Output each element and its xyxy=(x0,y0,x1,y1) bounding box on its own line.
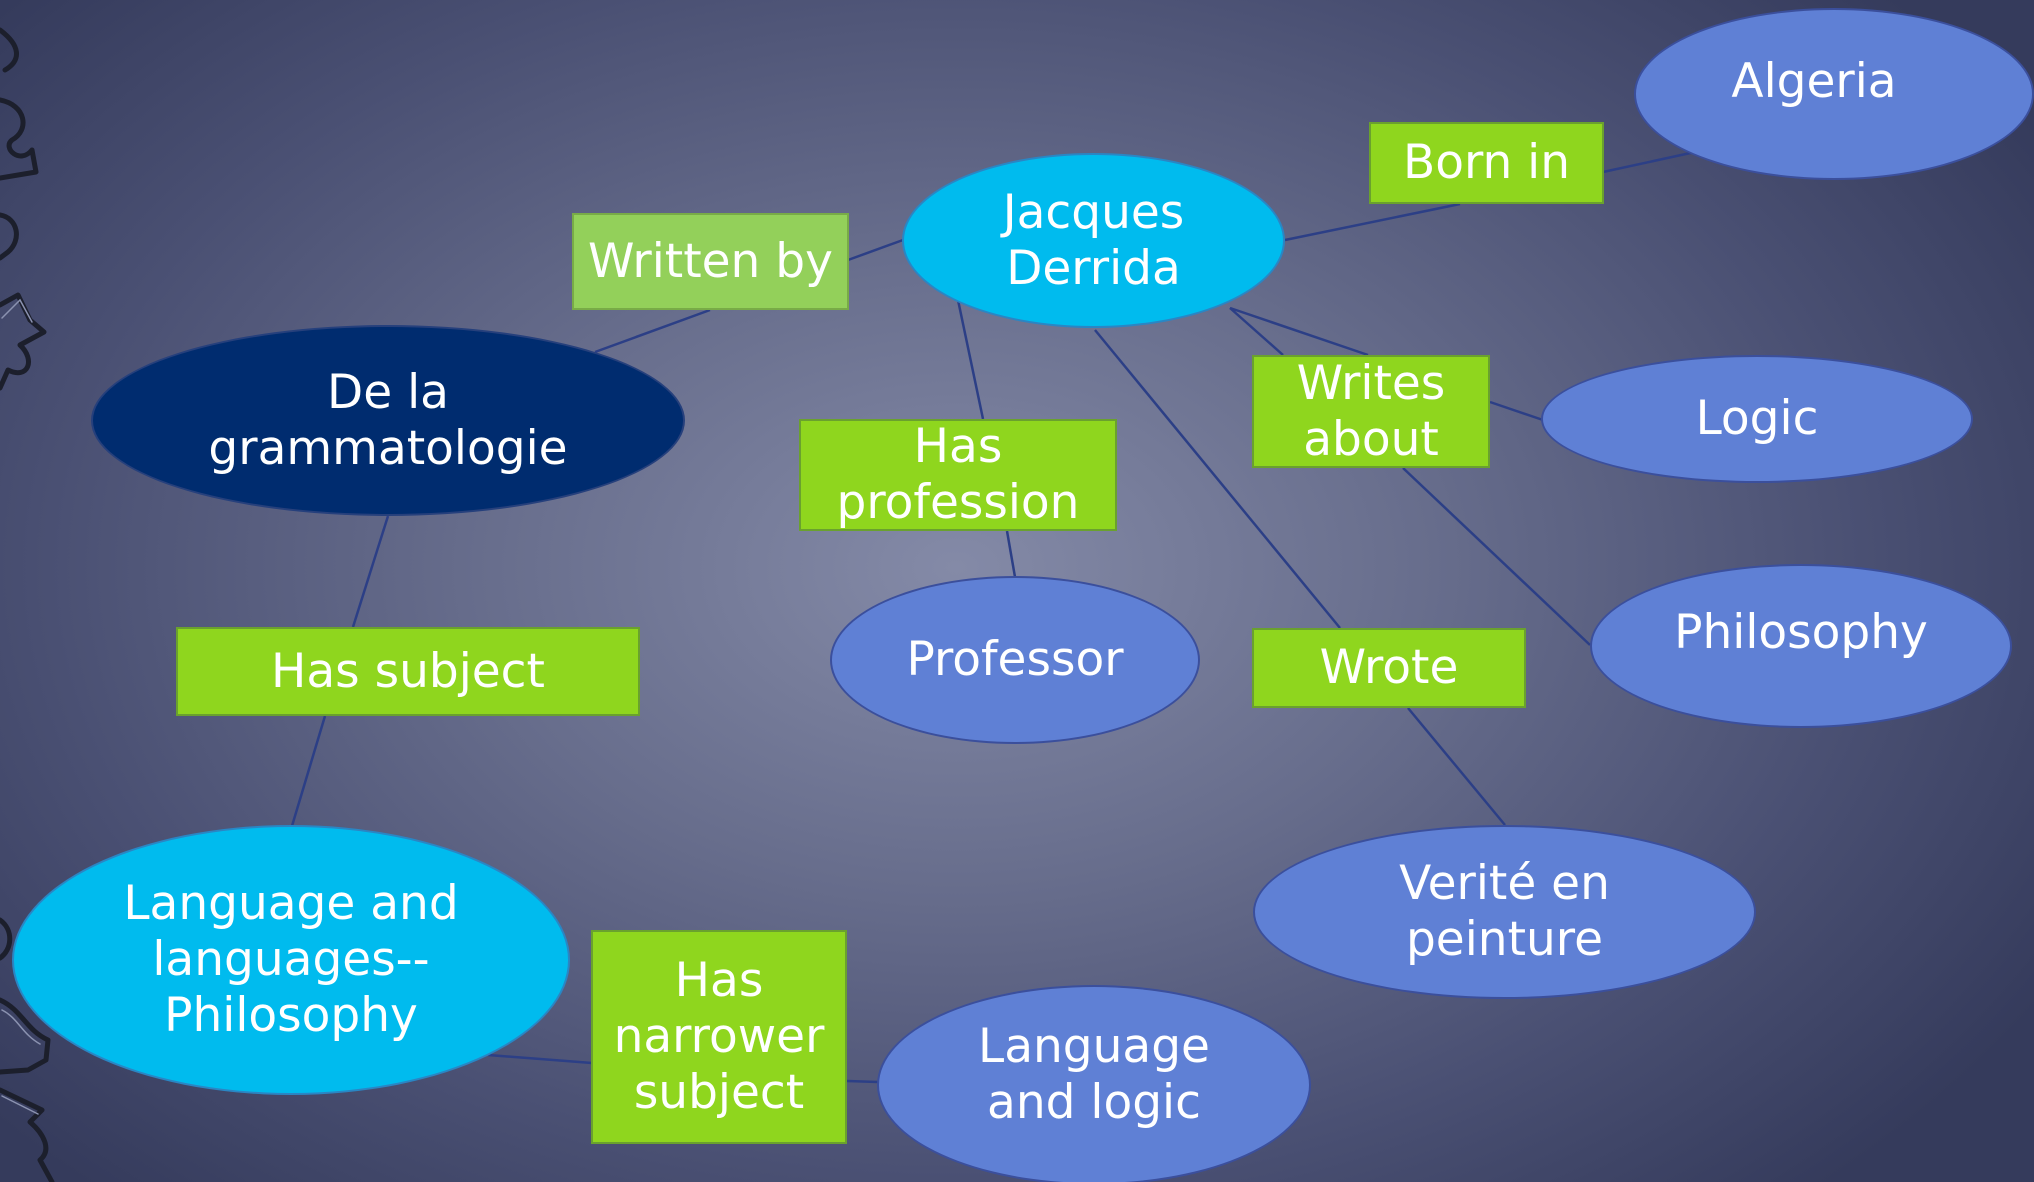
node-de-la-grammatologie[interactable]: De la grammatologie xyxy=(91,325,685,516)
relation-label: Written by xyxy=(588,233,833,289)
node-label: Algeria xyxy=(1731,53,1897,109)
connector-language-narrower xyxy=(487,1053,593,1065)
node-philosophy[interactable]: Philosophy xyxy=(1590,564,2012,728)
node-language-and-logic[interactable]: Language and logic xyxy=(877,985,1311,1182)
relation-has-narrower-subject[interactable]: Has narrower subject xyxy=(591,930,847,1144)
puzzle-piece-2 xyxy=(0,97,39,181)
node-label: Philosophy xyxy=(1674,605,1928,660)
connector-derrida-born-in xyxy=(1284,202,1461,242)
connector-writes-about-logic xyxy=(1489,400,1544,422)
connector-derrida-writes-about-b xyxy=(1229,307,1284,356)
connector-derrida-written-by xyxy=(847,238,904,262)
puzzle-piece-6 xyxy=(0,997,51,1075)
node-algeria[interactable]: Algeria xyxy=(1634,8,2034,180)
connector-writes-about-philosophy xyxy=(1402,467,1591,646)
connector-has-subject-language xyxy=(290,715,327,827)
connector-wrote-verite xyxy=(1407,707,1506,826)
connector-born-in-algeria xyxy=(1602,150,1696,174)
puzzle-piece-5 xyxy=(0,917,13,961)
node-label: Verité en peinture xyxy=(1399,856,1610,967)
node-professor[interactable]: Professor xyxy=(830,576,1200,744)
connector-derrida-writes-about-a xyxy=(1229,306,1369,357)
relation-born-in[interactable]: Born in xyxy=(1369,122,1604,204)
connector-derrida-wrote xyxy=(1094,329,1341,629)
node-label: Jacques Derrida xyxy=(1002,184,1185,296)
puzzle-piece-4 xyxy=(0,292,47,391)
node-label: Logic xyxy=(1695,391,1819,446)
node-language-and-languages-philosophy[interactable]: Language and languages-- Philosophy xyxy=(12,825,570,1095)
connector-grammatologie-has-subject xyxy=(351,515,390,628)
puzzle-piece-7 xyxy=(0,1087,55,1182)
node-label: Professor xyxy=(906,632,1124,687)
node-logic[interactable]: Logic xyxy=(1541,355,1973,483)
connector-narrower-logic xyxy=(846,1079,879,1084)
node-jacques-derrida[interactable]: Jacques Derrida xyxy=(902,153,1285,328)
relation-label: Has subject xyxy=(271,643,545,699)
relation-label: Born in xyxy=(1402,135,1571,190)
relation-has-subject[interactable]: Has subject xyxy=(176,627,640,716)
connector-derrida-has-profession xyxy=(956,299,985,420)
relation-label: Has profession xyxy=(836,419,1080,530)
relation-has-profession[interactable]: Has profession xyxy=(799,419,1117,531)
relation-label: Has narrower subject xyxy=(613,953,825,1120)
node-label: Language and logic xyxy=(978,1019,1210,1130)
puzzle-piece-1 xyxy=(0,27,19,73)
connector-written-by-grammatologie xyxy=(594,308,711,354)
node-label: De la grammatologie xyxy=(208,364,568,476)
node-verite-en-peinture[interactable]: Verité en peinture xyxy=(1253,825,1756,999)
node-label: Language and languages-- Philosophy xyxy=(123,876,459,1043)
connector-has-profession-professor xyxy=(1005,530,1017,578)
puzzle-piece-3 xyxy=(0,212,19,261)
relation-label: Writes about xyxy=(1296,355,1446,467)
relation-writes-about[interactable]: Writes about xyxy=(1252,355,1490,468)
puzzle-pieces-decoration xyxy=(0,27,55,1182)
relation-wrote[interactable]: Wrote xyxy=(1252,628,1526,708)
relation-label: Wrote xyxy=(1319,640,1459,695)
relation-written-by[interactable]: Written by xyxy=(572,213,849,310)
